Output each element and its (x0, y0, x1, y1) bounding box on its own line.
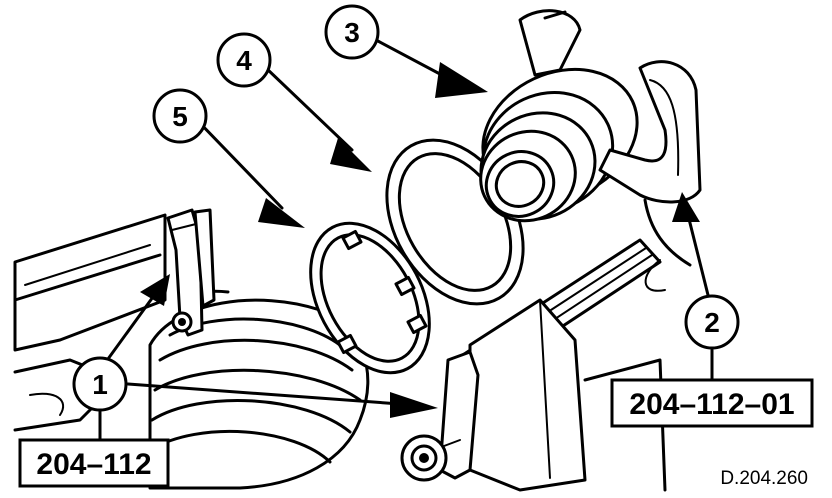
tool-label-left-text: 204–112 (36, 448, 151, 481)
figure-reference: D.204.260 (720, 468, 808, 489)
tool-label-right-text: 204–112–01 (629, 388, 794, 421)
left-shift-fork (166, 208, 216, 337)
callout-2: 2 (684, 294, 740, 350)
callout-2-label: 2 (704, 307, 720, 338)
rear-bellows-3 (479, 9, 639, 223)
callout-1-label: 1 (92, 369, 108, 400)
callout-5: 5 (152, 88, 208, 144)
transmission-housing (13, 213, 167, 432)
right-upper-fork (598, 60, 702, 292)
right-shift-fork (400, 350, 480, 482)
callout-1: 1 (72, 356, 128, 412)
callout-3-label: 3 (344, 17, 360, 48)
callout-5-label: 5 (172, 101, 188, 132)
callout-4-label: 4 (236, 45, 252, 76)
callout-4: 4 (216, 32, 272, 88)
tool-label-right: 204–112–01 (610, 378, 814, 428)
synchronizer-ring-5 (309, 221, 431, 375)
leader-lines (98, 38, 714, 442)
callout-3: 3 (324, 4, 380, 60)
tool-label-left: 204–112 (18, 438, 170, 488)
